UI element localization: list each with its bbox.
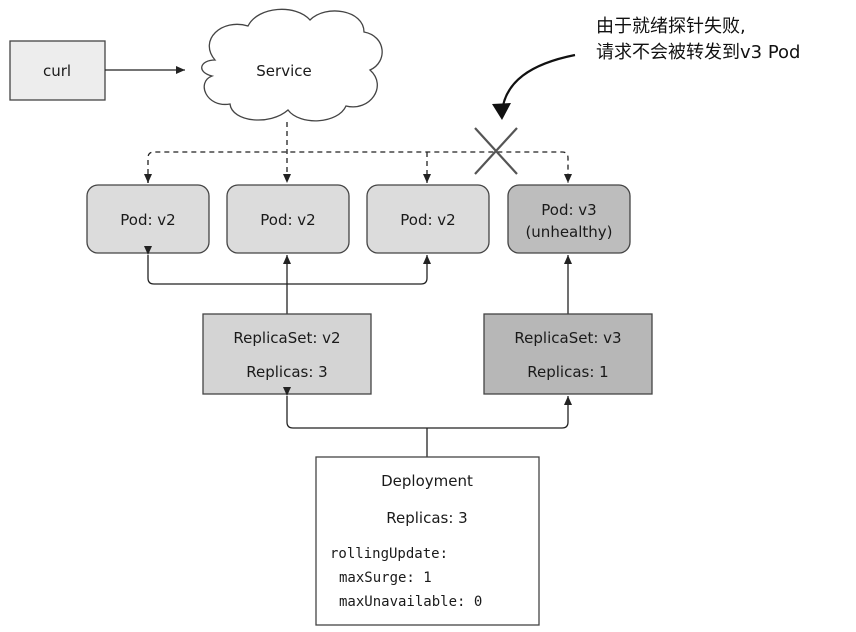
- replicaset-box: [483, 313, 653, 395]
- replicaset-replicas: Replicas: 3: [246, 363, 327, 381]
- rs-v2-pod-bus: [144, 246, 431, 285]
- curl-box: [9, 40, 106, 101]
- deployment-node: Deployment Replicas: 3 rollingUpdate: ma…: [315, 456, 540, 626]
- pod-label: Pod: v2: [260, 211, 315, 229]
- blocked-route-cross: [474, 127, 518, 175]
- curl-node: curl: [9, 40, 106, 101]
- deployment-to-rs-lines: [283, 387, 572, 457]
- service-routing-bus: [147, 151, 572, 183]
- annotation-line-2: 请求不会被转发到v3 Pod: [596, 42, 800, 63]
- service-label: Service: [256, 62, 311, 80]
- pod-v2-3: Pod: v2: [366, 184, 490, 254]
- deployment-box: [315, 456, 540, 626]
- deployment-replicas: Replicas: 3: [386, 509, 467, 527]
- strategy-max-surge: maxSurge: 1: [339, 570, 432, 586]
- curl-label: curl: [43, 62, 71, 80]
- replicaset-v3: ReplicaSet: v3 Replicas: 1: [483, 313, 653, 395]
- deployment-title: Deployment: [381, 472, 473, 490]
- pod-label: Pod: v2: [120, 211, 175, 229]
- service-cloud: [201, 8, 383, 122]
- replicaset-v2: ReplicaSet: v2 Replicas: 3: [202, 313, 372, 395]
- strategy-rolling-update: rollingUpdate:: [330, 546, 448, 562]
- pod-label: Pod: v3: [541, 201, 596, 219]
- pod-label: Pod: v2: [400, 211, 455, 229]
- rs-v2-to-pods-lines: [144, 246, 431, 314]
- service-node: Service: [201, 8, 383, 122]
- service-routing-lines: [144, 122, 572, 183]
- annotation-arrow-head: [492, 103, 511, 120]
- replicaset-title: ReplicaSet: v3: [514, 329, 621, 347]
- replicaset-box: [202, 313, 372, 395]
- pod-v3-unhealthy: Pod: v3 (unhealthy): [507, 184, 631, 254]
- pod-v2-1: Pod: v2: [86, 184, 210, 254]
- pod-v2-2: Pod: v2: [226, 184, 350, 254]
- readiness-annotation: 由于就绪探针失败, 请求不会被转发到v3 Pod: [492, 16, 800, 120]
- replicaset-title: ReplicaSet: v2: [233, 329, 340, 347]
- annotation-line-1: 由于就绪探针失败,: [596, 16, 746, 37]
- strategy-max-unavailable: maxUnavailable: 0: [339, 594, 482, 610]
- replicaset-replicas: Replicas: 1: [527, 363, 608, 381]
- pod-box: [507, 184, 631, 254]
- annotation-arrow-curve: [500, 53, 576, 113]
- deployment-rs-bus: [283, 387, 572, 429]
- pod-status-label: (unhealthy): [525, 223, 612, 241]
